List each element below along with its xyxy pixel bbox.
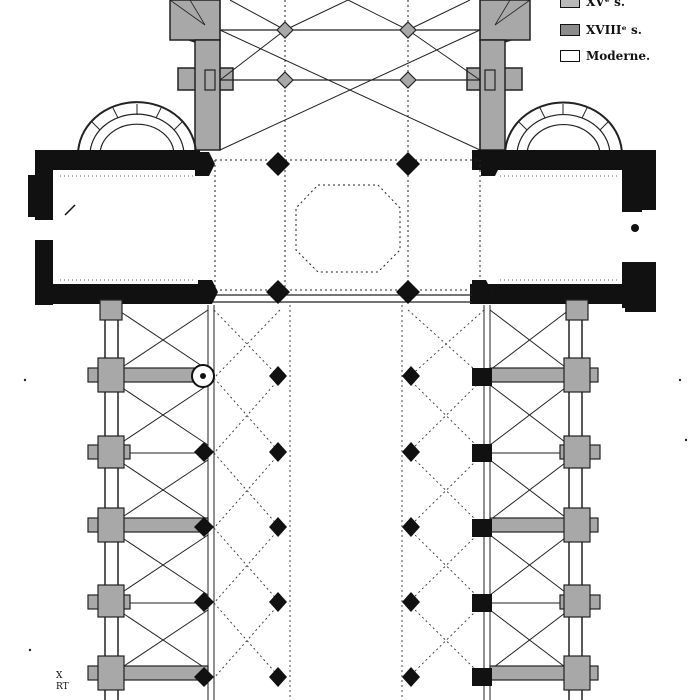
nave-piers <box>194 366 492 687</box>
stair-turret <box>191 364 215 388</box>
crossing-piers <box>195 152 639 304</box>
transept-walls <box>28 150 656 312</box>
right-apsidiole <box>504 101 623 156</box>
choir-piers <box>204 21 496 91</box>
legend-swatch-xviii <box>560 24 580 36</box>
corner-mark-x: X <box>56 671 63 681</box>
left-buttresses <box>87 299 209 691</box>
right-aisle-vaults <box>489 309 570 679</box>
legend-swatch-xv <box>560 0 580 8</box>
legend-item-xv: XVᵉ s. <box>560 0 625 10</box>
legend-item-moderne: Moderne. <box>560 48 650 64</box>
legend-swatch-moderne <box>560 50 580 62</box>
inner-dotted-vaults <box>213 305 485 700</box>
margin-dots <box>23 378 688 652</box>
left-apsidiole <box>77 101 197 156</box>
transept-interior <box>60 175 620 281</box>
right-buttresses <box>489 299 601 691</box>
legend-label-moderne: Moderne. <box>586 49 651 63</box>
choir <box>169 0 531 160</box>
corner-mark-rt: RT <box>56 682 69 692</box>
legend-label-xviii: XVIIIᵉ s. <box>586 23 642 37</box>
legend-label-xv: XVᵉ s. <box>586 0 626 9</box>
transept-crossing <box>200 159 495 303</box>
legend-item-xviii: XVIIIᵉ s. <box>560 22 642 38</box>
